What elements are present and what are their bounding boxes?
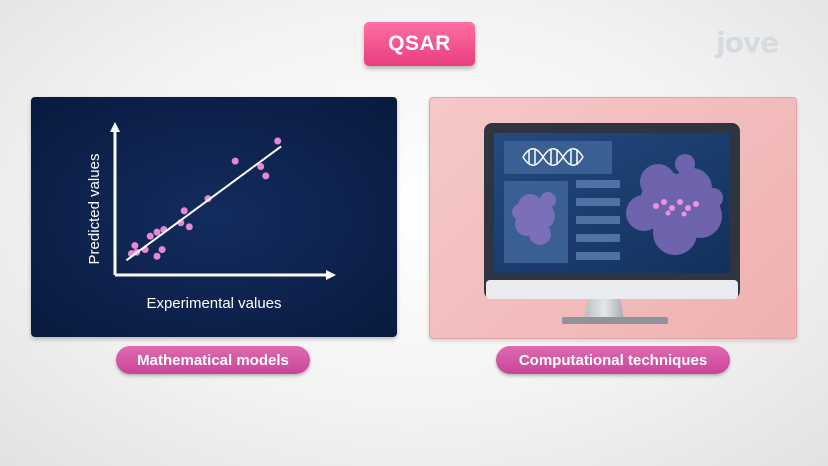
scatter-plot: Experimental values Predicted values bbox=[86, 122, 336, 312]
data-point-11 bbox=[180, 207, 188, 215]
page-title: QSAR bbox=[364, 22, 475, 66]
data-point-8 bbox=[158, 246, 166, 254]
data-point-15 bbox=[257, 163, 265, 170]
data-point-12 bbox=[185, 223, 193, 231]
data-point-5 bbox=[146, 232, 154, 240]
computational-techniques-label: Computational techniques bbox=[496, 346, 730, 374]
data-point-16 bbox=[262, 172, 270, 180]
data-point-7 bbox=[153, 228, 161, 236]
computational-techniques-panel bbox=[429, 97, 797, 339]
jove-logo: jove bbox=[716, 26, 779, 59]
trend-line bbox=[125, 145, 282, 262]
ligand-molecule-icon bbox=[653, 199, 699, 217]
data-point-6 bbox=[153, 252, 161, 260]
data-point-2 bbox=[131, 242, 139, 250]
dna-icon bbox=[522, 148, 584, 166]
data-lines bbox=[576, 180, 620, 260]
data-point-17 bbox=[274, 137, 282, 145]
mathematical-models-panel: Experimental values Predicted values bbox=[31, 97, 397, 337]
monitor-illustration bbox=[484, 123, 740, 324]
mathematical-models-label: Mathematical models bbox=[116, 346, 310, 374]
y-axis-label: Predicted values bbox=[86, 154, 103, 265]
data-point-14 bbox=[231, 157, 239, 165]
protein-structure-icon bbox=[512, 192, 556, 245]
x-axis-label: Experimental values bbox=[146, 295, 281, 312]
protein-structure-icon bbox=[626, 154, 723, 255]
